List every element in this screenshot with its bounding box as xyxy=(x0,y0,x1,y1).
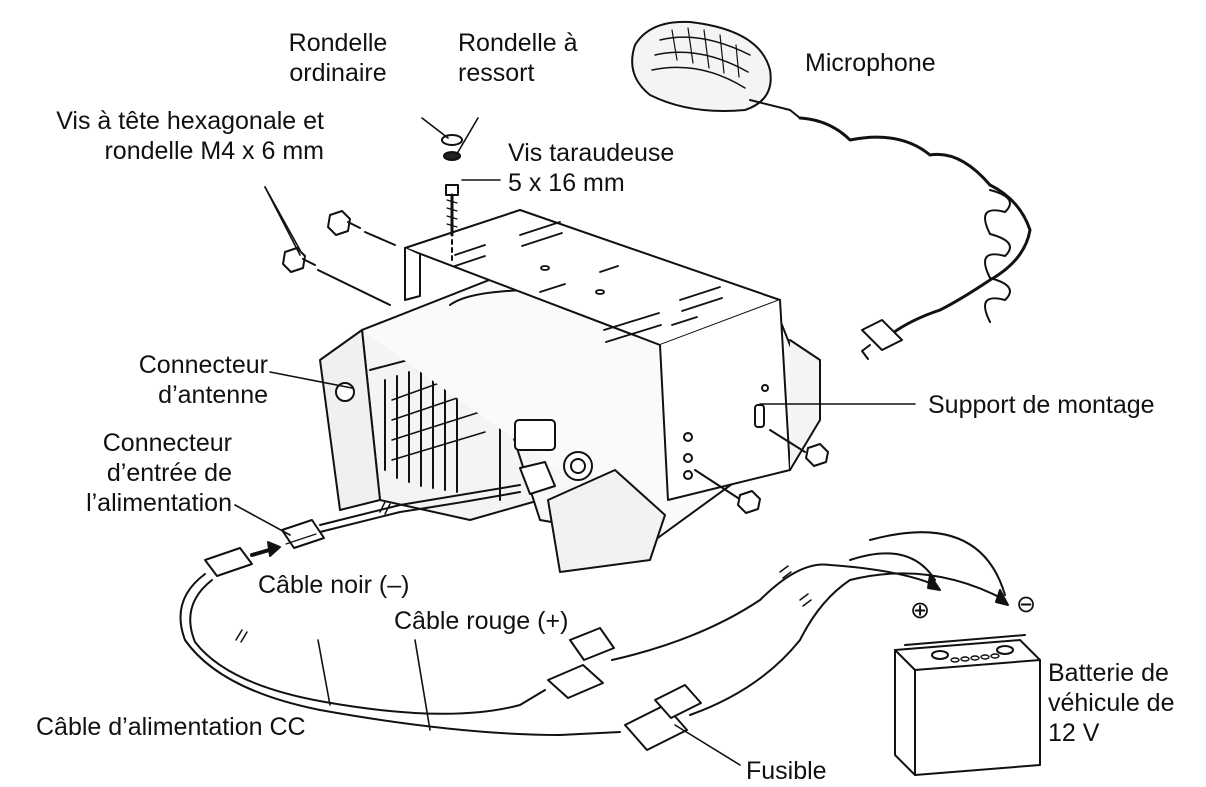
label-line: ordinaire xyxy=(289,59,387,87)
label-line: Vis à tête hexagonale et xyxy=(56,107,324,135)
label-connecteur-antenne: Connecteur d’antenne xyxy=(100,350,268,410)
label-cable-alimentation-cc: Câble d’alimentation CC xyxy=(36,713,306,741)
cables xyxy=(179,484,1009,751)
label-connecteur-alimentation: Connecteur d’entrée de l’alimentation xyxy=(50,428,232,518)
hardware xyxy=(282,134,829,514)
label-line: 5 x 16 mm xyxy=(508,169,625,197)
label-line: Vis taraudeuse xyxy=(508,139,675,167)
label-line: rondelle M4 x 6 mm xyxy=(104,137,324,165)
label-line: ressort xyxy=(458,59,535,87)
battery-drawing xyxy=(894,634,1041,776)
label-vis-hexagonale: Vis à tête hexagonale et rondelle M4 x 6… xyxy=(2,106,324,166)
label-rondelle-ordinaire: Rondelle ordinaire xyxy=(288,28,388,88)
label-microphone: Microphone xyxy=(805,49,936,77)
battery-minus-icon: ⊖ xyxy=(1016,591,1037,618)
label-line: l’alimentation xyxy=(86,489,232,517)
mounting-bracket xyxy=(404,209,821,501)
label-line: Connecteur xyxy=(138,351,268,379)
label-line: Connecteur xyxy=(102,429,232,457)
battery-plus-icon: ⊕ xyxy=(910,597,931,624)
label-rondelle-ressort: Rondelle à ressort xyxy=(458,28,578,88)
label-cable-noir: Câble noir (–) xyxy=(258,571,410,599)
label-line: véhicule de xyxy=(1048,689,1175,717)
label-batterie: Batterie de véhicule de 12 V xyxy=(1048,658,1174,748)
label-line: Rondelle à xyxy=(458,29,578,57)
leader-lines xyxy=(234,117,916,766)
label-line: d’antenne xyxy=(158,381,268,409)
label-line: Rondelle xyxy=(288,29,388,57)
label-cable-rouge: Câble rouge (+) xyxy=(394,607,569,635)
label-fusible: Fusible xyxy=(746,757,827,785)
label-line: d’entrée de xyxy=(106,459,232,487)
label-line: 12 V xyxy=(1048,719,1100,747)
label-support-montage: Support de montage xyxy=(928,391,1155,419)
label-line: Batterie de xyxy=(1048,659,1169,687)
label-vis-taraudeuse: Vis taraudeuse 5 x 16 mm xyxy=(508,138,674,198)
microphone-drawing xyxy=(631,20,1032,360)
